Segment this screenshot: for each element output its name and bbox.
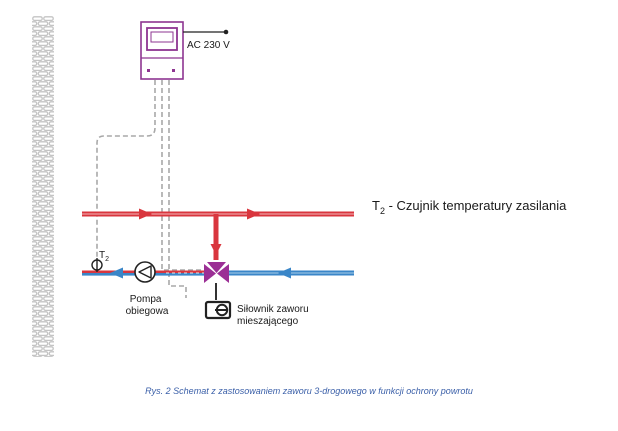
mixing-valve-icon <box>204 262 229 283</box>
figure-caption: Rys. 2 Schemat z zastosowaniem zaworu 3-… <box>145 386 473 396</box>
control-wiring <box>96 80 210 298</box>
actuator-icon <box>204 283 232 320</box>
flow-arrow-icon <box>278 267 291 279</box>
power-cable <box>183 29 229 35</box>
controller-unit <box>140 21 184 80</box>
pump-label: Pompa obiegowa <box>126 294 169 317</box>
flow-arrow-icon <box>247 208 260 220</box>
sensor-legend: T2 - Czujnik temperatury zasilania <box>372 198 567 216</box>
pump-icon <box>134 261 156 283</box>
flow-arrow-icon <box>110 267 123 279</box>
flow-arrow-icon <box>139 208 152 220</box>
actuator-label: Siłownik zaworu mieszającego <box>237 304 311 327</box>
flow-arrow-icon <box>210 244 222 255</box>
supply-pipe <box>82 208 354 260</box>
temperature-sensor-icon <box>91 258 103 272</box>
sensor-tag: T2 <box>99 250 109 263</box>
controller-display <box>146 27 178 51</box>
plug-icon <box>223 29 229 35</box>
return-pipe <box>228 267 354 279</box>
brick-wall <box>32 16 54 357</box>
power-supply-label: AC 230 V <box>187 40 230 51</box>
